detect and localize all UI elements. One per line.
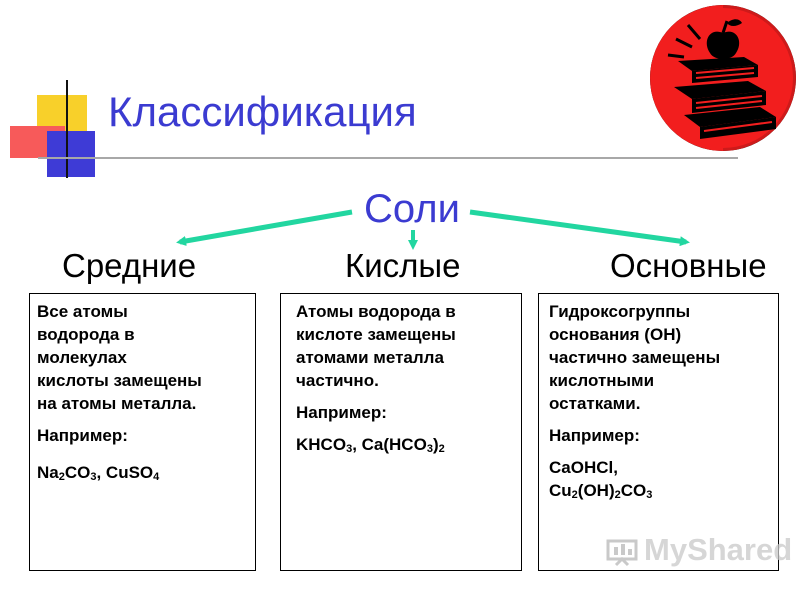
- box-line: Атомы водорода в: [296, 302, 456, 321]
- example-label: Например:: [296, 403, 387, 422]
- category-acidic: Кислые: [345, 247, 461, 284]
- watermark-text: MyShared: [644, 532, 793, 567]
- box-line: кислоте замещены: [296, 325, 456, 344]
- box-basic-salts: Гидроксогруппы основания (OH) частично з…: [538, 293, 779, 571]
- slide-title: Классификация: [108, 88, 417, 135]
- title-underline: [38, 157, 738, 159]
- box-line: водорода в: [37, 325, 135, 344]
- box-line: частично замещены: [549, 348, 721, 367]
- books-apple-logo-icon: [650, 5, 796, 151]
- example-label: Например:: [549, 426, 640, 445]
- formula: KHCO3, Ca(HCO3)2: [296, 435, 445, 455]
- watermark-projector-icon: [606, 539, 638, 567]
- box-line: кислоты замещены: [37, 371, 202, 390]
- box-medium-salts: Все атомы водорода в молекулах кислоты з…: [29, 293, 256, 571]
- box-line: кислотными: [549, 371, 655, 390]
- box-line: Все атомы: [37, 302, 128, 321]
- category-medium: Средние: [62, 247, 197, 284]
- box-line: остатками.: [549, 394, 641, 413]
- arrow-left: [176, 209, 353, 246]
- arrow-right: [469, 209, 690, 247]
- box-line: основания (OH): [549, 325, 682, 344]
- formula: Na2CO3, CuSO4: [37, 463, 160, 483]
- box-line: частично.: [296, 371, 379, 390]
- formula: Cu2(OH)2CO3: [549, 481, 653, 501]
- category-basic: Основные: [610, 247, 767, 284]
- decor-vertical-line: [66, 80, 68, 178]
- box-acidic-salts: Атомы водорода в кислоте замещены атомам…: [280, 293, 522, 571]
- center-label-salts: Соли: [364, 187, 460, 231]
- formula: CaOHCl,: [549, 458, 618, 477]
- example-label: Например:: [37, 426, 128, 445]
- decor-blue-square: [47, 131, 95, 177]
- box-line: Гидроксогруппы: [549, 302, 691, 321]
- box-line: молекулах: [37, 348, 127, 367]
- box-line: атомами металла: [296, 348, 444, 367]
- box-line: на атомы металла.: [37, 394, 197, 413]
